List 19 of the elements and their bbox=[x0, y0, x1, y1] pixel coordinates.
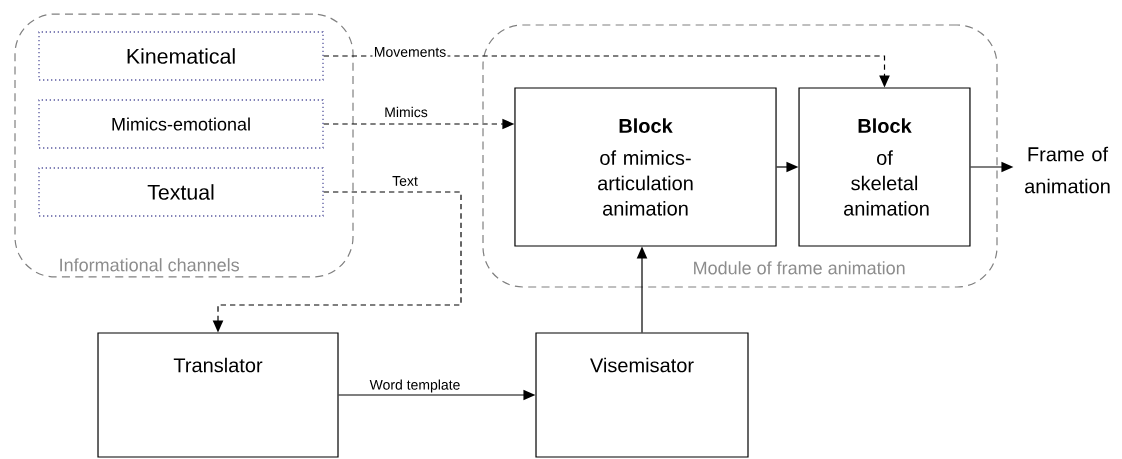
edge-label: Movements bbox=[372, 45, 448, 59]
arrow bbox=[323, 118, 515, 130]
arrow bbox=[212, 191, 462, 333]
edge-label: Word template bbox=[368, 378, 462, 394]
arrow bbox=[338, 389, 536, 401]
arrow bbox=[776, 161, 799, 173]
channel-box: Mimics-emotional bbox=[38, 99, 324, 149]
arrow bbox=[969, 161, 1014, 173]
arrow bbox=[323, 55, 890, 88]
arrow bbox=[636, 246, 648, 333]
channel-box: Textual bbox=[38, 167, 324, 217]
process-box: Translator bbox=[97, 332, 339, 458]
output-text: Frame of animation bbox=[1025, 146, 1110, 194]
process-box: Block of mimics-articulation animation bbox=[514, 87, 777, 247]
edge-label: Mimics bbox=[382, 105, 430, 119]
process-box: Visemisator bbox=[535, 332, 749, 458]
channel-box: Kinematical bbox=[38, 31, 324, 81]
edge-label: Text bbox=[390, 174, 420, 188]
process-box: Block of skeletal animation bbox=[798, 87, 971, 247]
